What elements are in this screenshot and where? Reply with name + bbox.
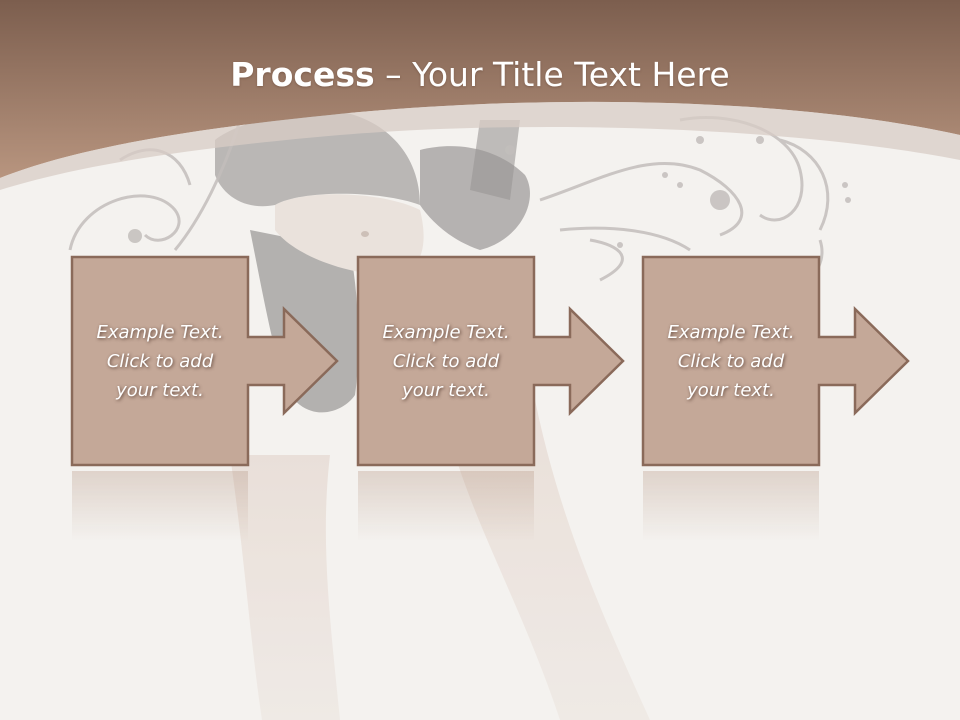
step-3-text: Example Text. Click to add your text. [667,321,795,401]
process-step-2[interactable]: Example Text. Click to add your text. [358,257,534,465]
process-arrow-shape-1 [70,255,339,467]
title-bold-part: Process [230,55,375,94]
slide-title[interactable]: Process – Your Title Text Here [0,52,960,98]
step-1-text: Example Text. Click to add your text. [96,321,224,401]
process-reflection-3 [643,471,819,541]
title-rest-part: – Your Title Text Here [374,55,730,94]
process-arrow-shape-2 [356,255,625,467]
process-reflection-2 [358,471,534,541]
flourish-dots [128,136,851,248]
process-step-1[interactable]: Example Text. Click to add your text. [72,257,248,465]
process-reflection-1 [72,471,248,541]
process-arrow-shape-3 [641,255,910,467]
process-step-3[interactable]: Example Text. Click to add your text. [643,257,819,465]
process-shapes [70,255,910,541]
header-band [0,0,960,178]
step-2-text: Example Text. Click to add your text. [382,321,510,401]
